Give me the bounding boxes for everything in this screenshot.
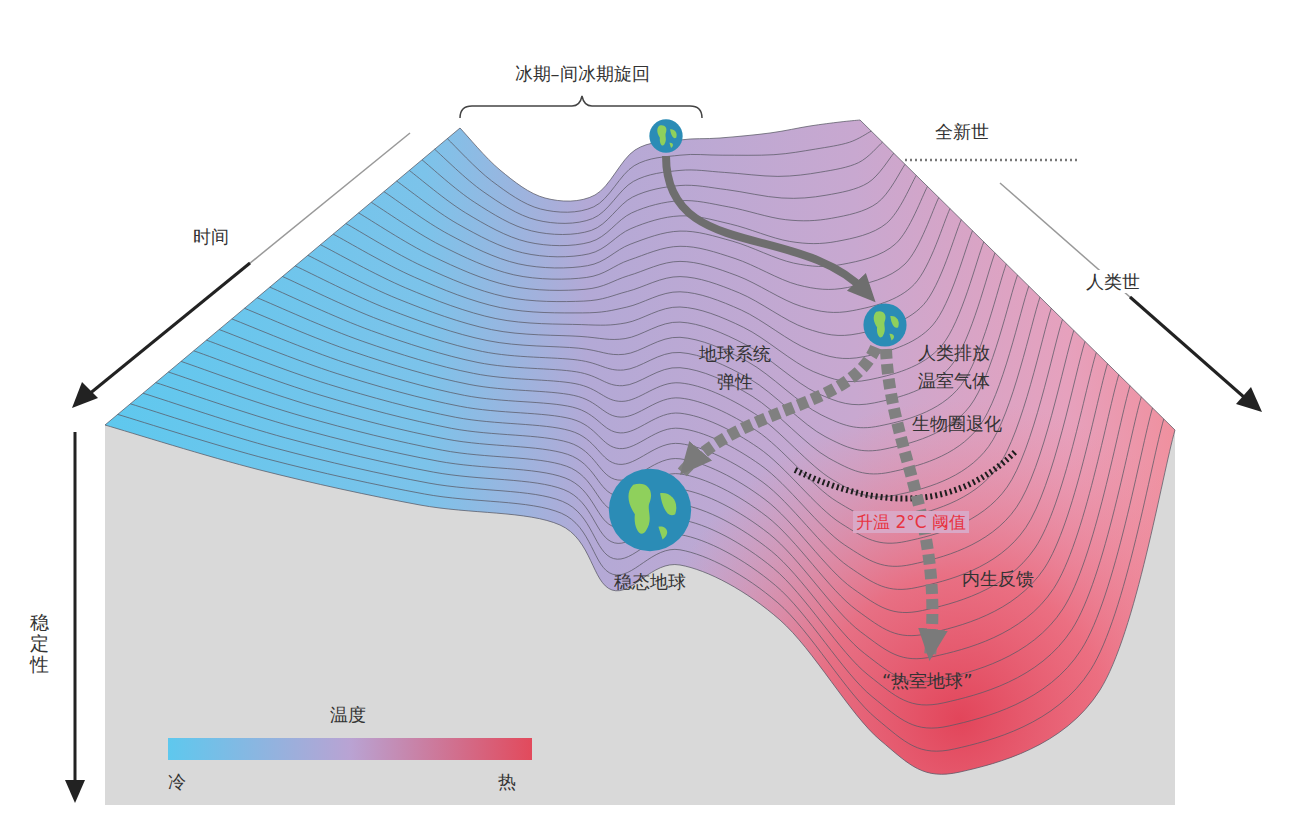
contour-line: [384, 186, 928, 268]
contour-line: [270, 286, 1029, 474]
globe-icon: [649, 119, 682, 152]
contour-line: [283, 275, 1018, 451]
contour-line: [130, 404, 1152, 728]
arrow-head: [65, 780, 85, 803]
contour-line: [105, 425, 1175, 774]
contour-line: [333, 231, 972, 359]
contour-line: [308, 253, 995, 405]
contour-line: [409, 164, 905, 245]
heat-glow: [105, 120, 1175, 774]
anthropocene-axis-thin: [1000, 183, 1245, 398]
dashed-connector: [681, 347, 876, 473]
contour-line: [422, 153, 894, 234]
label-text: 内生反馈: [962, 567, 1034, 590]
node-text: 稳态地球: [583, 568, 717, 596]
contour-line: [168, 372, 1118, 659]
contour-line: [156, 383, 1130, 682]
edge-label: 地球系统 弹性: [695, 340, 775, 396]
surface-fill: [105, 120, 1175, 774]
contour-line: [181, 361, 1107, 635]
anthropocene-axis: [1130, 297, 1245, 398]
arrow-head: [72, 382, 98, 408]
label-text: 稳定性: [30, 612, 49, 675]
node-text: “热室地球”: [882, 667, 973, 695]
surface-edge: [105, 120, 1175, 430]
contour-lines: [105, 120, 1175, 774]
label-text: 全新世: [935, 120, 989, 143]
stability-axis: [74, 432, 77, 785]
globe-node: 人类排放 温室气体: [863, 303, 907, 347]
legend-text: 热: [498, 770, 516, 793]
globe-node: 稳态地球: [608, 468, 692, 552]
node-text: 人类排放 温室气体: [911, 339, 997, 395]
contour-line: [321, 242, 984, 382]
label-text: 升温 2°C 阈值: [853, 511, 969, 533]
label-node: “热室地球”: [878, 665, 977, 697]
contour-line: [460, 120, 860, 201]
label-text: 生物圈退化: [912, 412, 1002, 435]
label-text: 时间: [193, 225, 229, 248]
time-axis: [88, 263, 250, 395]
contour-line: [371, 198, 939, 290]
contour-line: [257, 297, 1040, 497]
globe-icon: [608, 468, 692, 552]
contour-line: [435, 142, 883, 223]
trajectory-arrow: [666, 156, 866, 292]
label-text: 人类世: [1083, 270, 1143, 293]
time-axis-thin: [88, 133, 410, 395]
globe-icon: [863, 303, 907, 347]
arrow-head: [1236, 387, 1262, 412]
dashed-connector: [886, 349, 932, 659]
label-text: 冰期–间冰期旋回: [480, 62, 684, 85]
holocene-dotted-line: [905, 159, 1080, 162]
contour-line: [118, 414, 1164, 751]
contour-line: [143, 393, 1141, 705]
legend-swatch: [168, 738, 350, 760]
legend-text: 冷: [168, 770, 186, 793]
contour-line: [397, 175, 917, 256]
contour-line: [219, 330, 1074, 567]
bracket: [460, 96, 702, 118]
threshold-arc: [795, 452, 1015, 499]
legend-swatch: [350, 738, 532, 760]
contour-line: [295, 264, 1006, 428]
label-text: 温度: [330, 703, 366, 726]
